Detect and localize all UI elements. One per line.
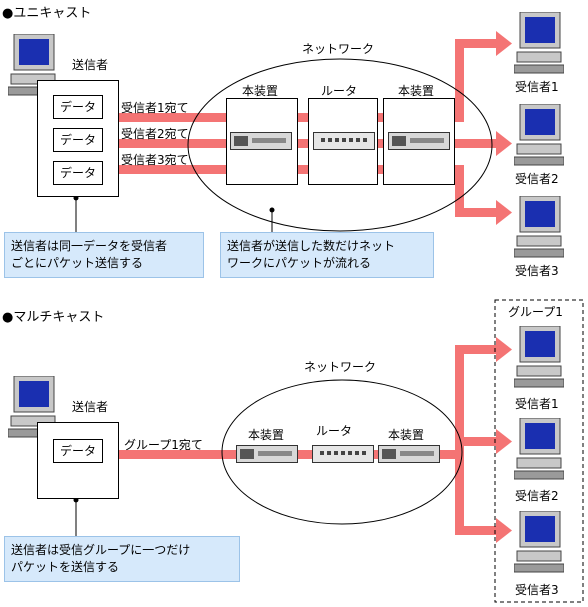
multicast-receiver-2: 受信者2 — [515, 489, 559, 503]
multicast-note-sender: 送信者は受信グループに一つだけ パケットを送信する — [4, 536, 240, 582]
unicast-receiver-2: 受信者2 — [515, 172, 559, 186]
multicast-sender-label: 送信者 — [72, 400, 109, 414]
unicast-receiver-1: 受信者1 — [515, 80, 559, 94]
router-icon — [313, 132, 375, 150]
multicast-route-label: グループ1宛て — [124, 438, 203, 452]
multicast-network-ellipse — [221, 379, 463, 525]
unicast-title: ●ユニキャスト — [2, 6, 92, 21]
unicast-route-label-2: 受信者2宛て — [121, 127, 189, 141]
unicast-device-label-1: 本装置 — [242, 84, 279, 98]
unicast-note-sender: 送信者は同一データを受信者 ごとにパケット送信する — [4, 232, 204, 278]
computer-icon — [513, 11, 565, 74]
computer-icon — [513, 325, 565, 388]
computer-icon — [7, 375, 59, 438]
unicast-data-1: データ — [53, 95, 103, 119]
unicast-data-2: データ — [53, 128, 103, 152]
server-icon — [378, 445, 440, 463]
multicast-network-label: ネットワーク — [304, 360, 377, 374]
multicast-device-label-3: 本装置 — [388, 428, 425, 442]
multicast-receiver-3: 受信者3 — [515, 583, 559, 597]
multicast-device-label-1: 本装置 — [248, 428, 285, 442]
multicast-device-label-2: ルータ — [316, 424, 353, 438]
unicast-route-label-3: 受信者3宛て — [121, 153, 189, 167]
server-icon — [388, 132, 450, 150]
unicast-sender-label: 送信者 — [72, 58, 109, 72]
computer-icon — [513, 195, 565, 258]
unicast-receiver-3: 受信者3 — [515, 264, 559, 278]
multicast-data: データ — [53, 439, 103, 463]
computer-icon — [513, 103, 565, 166]
unicast-data-3: データ — [53, 161, 103, 185]
unicast-note-network: 送信者が送信した数だけネット ワークにパケットが流れる — [220, 232, 434, 278]
unicast-network-label: ネットワーク — [302, 42, 375, 56]
group-label: グループ1 — [508, 305, 563, 319]
computer-icon — [513, 417, 565, 480]
server-icon — [236, 445, 298, 463]
server-icon — [230, 132, 292, 150]
multicast-receiver-1: 受信者1 — [515, 397, 559, 411]
unicast-device-label-2: ルータ — [321, 84, 358, 98]
computer-icon — [513, 510, 565, 573]
unicast-network-ellipse — [187, 58, 493, 232]
router-icon — [312, 445, 374, 463]
unicast-device-label-3: 本装置 — [398, 84, 435, 98]
computer-icon — [7, 33, 59, 96]
group-dashed-box — [494, 299, 584, 603]
multicast-title: ●マルチキャスト — [2, 310, 105, 325]
unicast-route-label-1: 受信者1宛て — [121, 101, 189, 115]
